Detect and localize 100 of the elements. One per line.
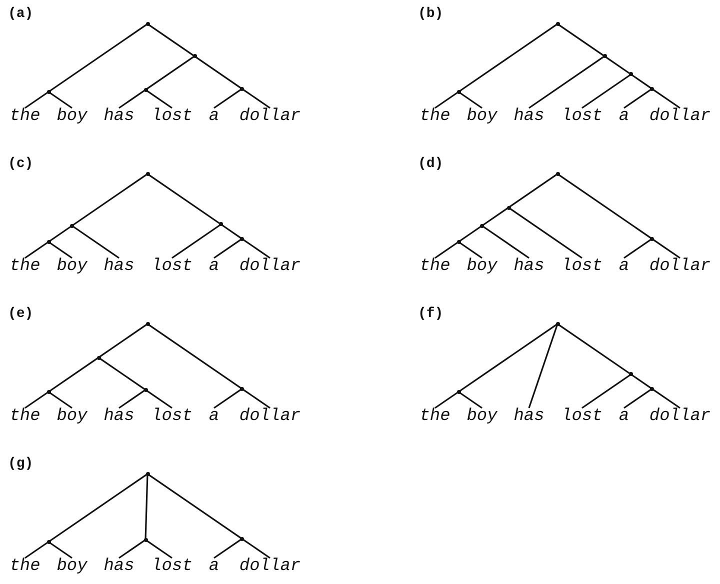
word: boy xyxy=(466,258,498,276)
junction-point xyxy=(146,472,150,476)
junction-point xyxy=(146,322,150,326)
word: dollar xyxy=(239,558,301,576)
tree-branch xyxy=(145,389,172,409)
tree-branch xyxy=(48,541,72,559)
word: a xyxy=(208,108,220,126)
tree-branch xyxy=(24,91,49,109)
tree-branch xyxy=(557,323,632,376)
junction-point xyxy=(456,90,460,94)
word: boy xyxy=(56,408,88,426)
word: lost xyxy=(562,258,602,276)
junction-point xyxy=(629,72,633,76)
word: lost xyxy=(152,108,192,126)
word: boy xyxy=(56,108,88,126)
junction-point xyxy=(506,206,510,210)
junction-point xyxy=(96,356,100,360)
tree-branch xyxy=(242,238,270,259)
tree-branch xyxy=(144,474,148,540)
tree-branch xyxy=(48,391,72,409)
word: the xyxy=(10,108,40,126)
tree-branch xyxy=(624,388,652,409)
word: has xyxy=(514,258,544,276)
tree-branch xyxy=(172,224,222,259)
word: has xyxy=(514,108,544,126)
tree-branch xyxy=(118,539,146,559)
tree-branch xyxy=(528,56,605,109)
word: lost xyxy=(152,408,192,426)
panel-label: (g) xyxy=(8,456,34,472)
tree-branch xyxy=(557,173,652,240)
word: lost xyxy=(562,108,602,126)
tree-branch xyxy=(72,225,120,259)
tree-branch xyxy=(214,88,242,109)
junction-point xyxy=(602,54,606,58)
tree-branch xyxy=(145,56,195,90)
tree-branch xyxy=(458,241,482,259)
tree-branch xyxy=(145,539,172,559)
word: the xyxy=(420,258,450,276)
tree-branch xyxy=(24,391,49,409)
tree-branch xyxy=(652,88,680,109)
junction-point xyxy=(556,172,560,176)
tree-branch xyxy=(98,356,146,390)
junction-point xyxy=(46,240,50,244)
word: the xyxy=(10,408,40,426)
word: has xyxy=(104,408,134,426)
tree-branch xyxy=(434,91,459,109)
junction-point xyxy=(144,538,148,542)
panel-label: (c) xyxy=(8,156,34,172)
junction-point xyxy=(146,22,150,26)
word: lost xyxy=(152,558,192,576)
junction-point xyxy=(480,224,484,228)
word: has xyxy=(104,258,134,276)
junction-point xyxy=(650,86,654,91)
tree-branch xyxy=(48,356,99,393)
word: lost xyxy=(152,258,192,276)
junction-point xyxy=(240,86,244,91)
word: dollar xyxy=(649,108,711,126)
junction-point xyxy=(629,372,633,376)
tree-branch xyxy=(147,23,195,57)
tree-branch xyxy=(48,473,148,543)
tree-branch xyxy=(242,388,270,409)
tree-branch xyxy=(98,323,148,358)
junction-point xyxy=(240,536,244,541)
junction-point xyxy=(46,540,50,544)
word: has xyxy=(104,108,134,126)
tree-branch xyxy=(482,225,530,259)
tree-branch xyxy=(458,391,482,409)
word: the xyxy=(420,108,450,126)
tree-branch xyxy=(214,538,242,559)
panel-label: (b) xyxy=(418,6,444,22)
tree-branch xyxy=(145,89,172,109)
junction-point xyxy=(650,386,654,391)
tree-branch xyxy=(48,225,72,243)
tree-branch xyxy=(147,173,222,226)
tree-branch xyxy=(458,323,558,393)
junction-point xyxy=(240,386,244,391)
tree-branch xyxy=(458,23,558,93)
word: lost xyxy=(562,408,602,426)
word: boy xyxy=(466,408,498,426)
tree-branch xyxy=(214,388,242,409)
junction-point xyxy=(146,172,150,176)
junction-point xyxy=(456,390,460,394)
tree-branch xyxy=(24,541,49,559)
word: dollar xyxy=(239,258,301,276)
word: a xyxy=(208,558,220,576)
tree-branch xyxy=(48,23,148,93)
tree-branch xyxy=(652,238,680,259)
tree-branch xyxy=(582,374,632,409)
panel-label: (f) xyxy=(418,306,444,322)
tree-branch xyxy=(118,389,146,409)
word: dollar xyxy=(649,408,711,426)
junction-point xyxy=(144,88,148,92)
junction-point xyxy=(46,90,50,94)
word: the xyxy=(420,408,450,426)
tree-branch xyxy=(652,388,680,409)
tree-branch xyxy=(242,88,270,109)
tree-branch xyxy=(214,238,242,259)
word: a xyxy=(208,408,220,426)
word: a xyxy=(618,408,630,426)
junction-point xyxy=(556,322,560,326)
